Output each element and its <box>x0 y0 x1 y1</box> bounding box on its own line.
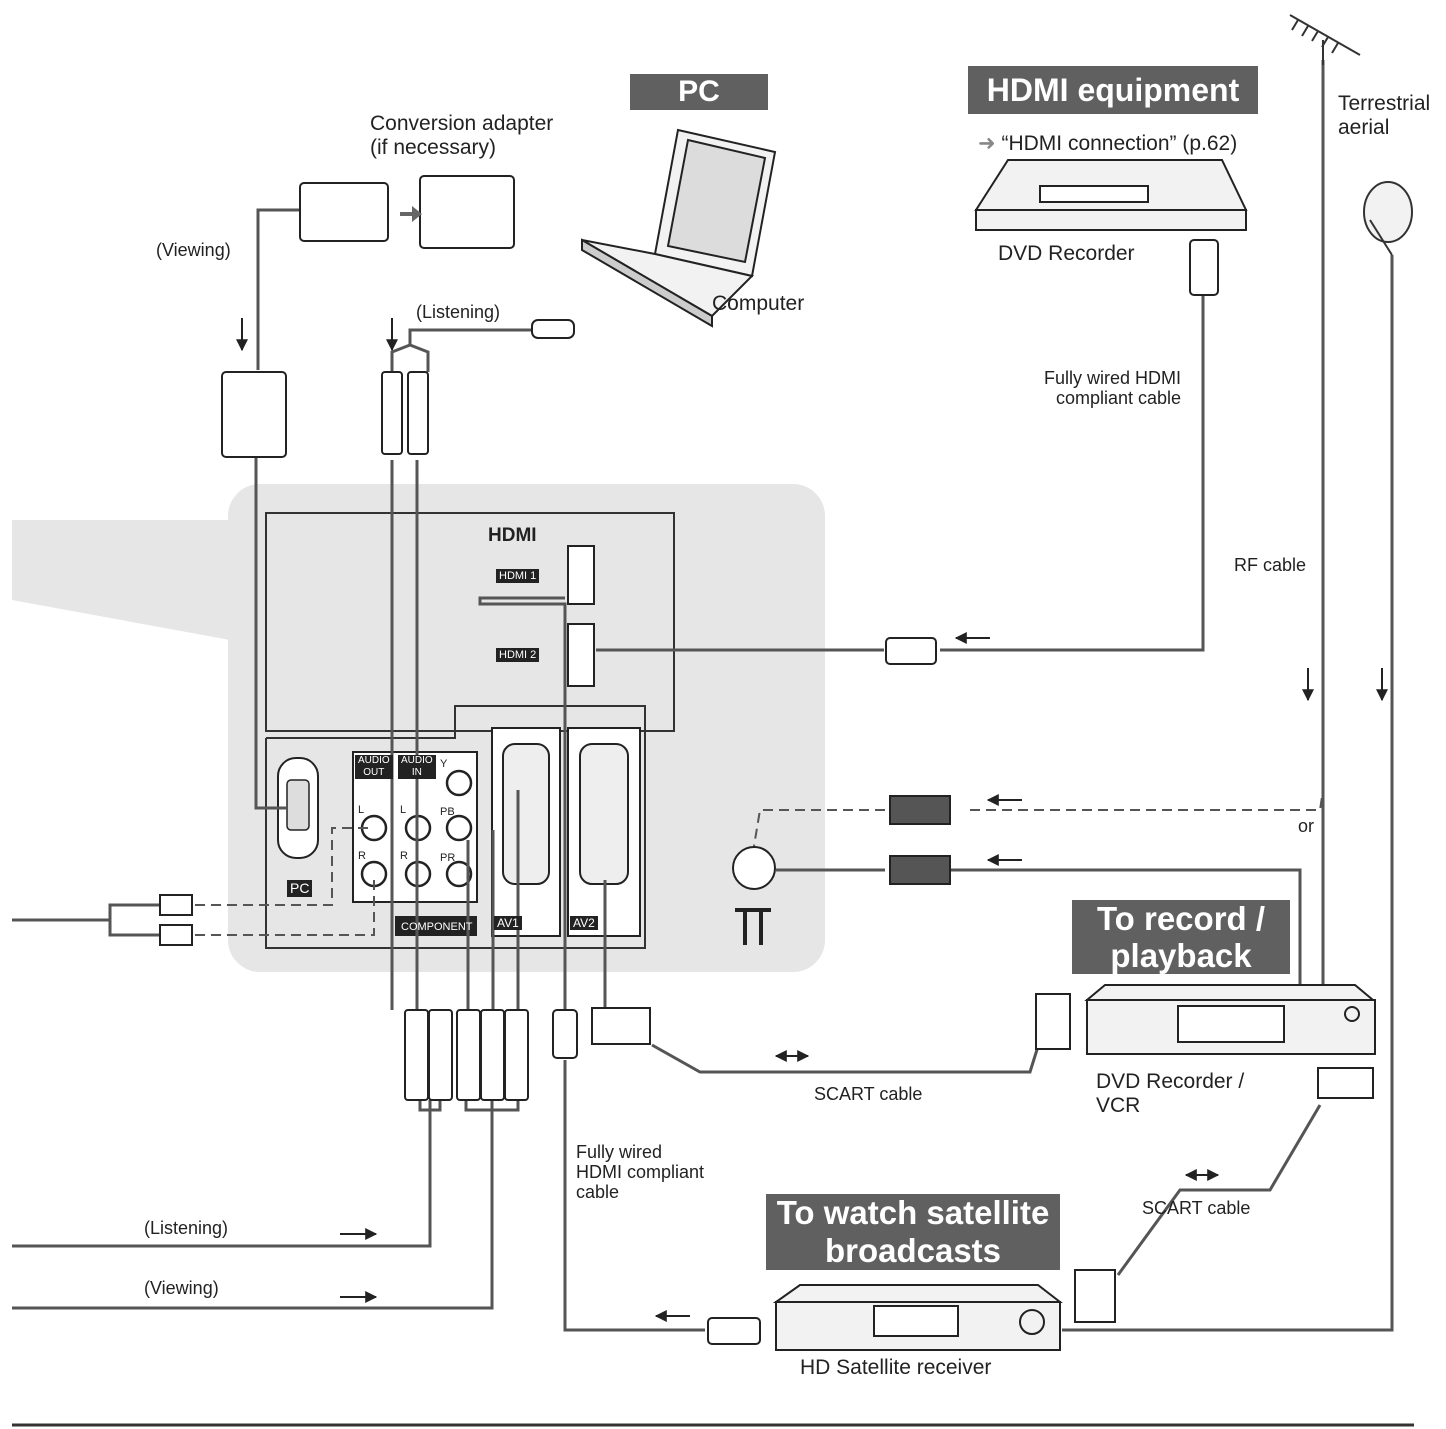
hdmi-connection-text: “HDMI connection” (p.62) <box>1001 132 1238 155</box>
audio-out-label: AUDIO OUT <box>355 755 393 779</box>
hdmi1-port-label: HDMI 1 <box>496 569 540 583</box>
cables <box>12 60 1394 1332</box>
component-pb-label: PB <box>440 806 455 818</box>
hdmi-connection-ref: ➜ “HDMI connection” (p.62) <box>978 132 1237 156</box>
pc-heading: PC <box>630 74 768 110</box>
audio-out-l-label: L <box>358 804 365 816</box>
aerial-socket[interactable] <box>732 846 776 890</box>
terrestrial-aerial-label: Terrestrial aerial <box>1338 92 1431 139</box>
to-record-heading: To record / playback <box>1072 900 1290 974</box>
dvd-recorder-top-device <box>974 159 1248 231</box>
listening-top-label: (Listening) <box>416 302 501 322</box>
component-y-label: Y <box>440 758 448 770</box>
av2-label: AV2 <box>570 916 598 930</box>
aerial-symbol <box>735 908 771 945</box>
hd-satellite-receiver-label: HD Satellite receiver <box>800 1356 992 1379</box>
hdmi2-socket[interactable] <box>567 623 595 687</box>
av1-label: AV1 <box>494 916 522 930</box>
component-label: COMPONENT <box>401 921 473 933</box>
plugs <box>159 175 1374 1345</box>
viewing-bottom-label: (Viewing) <box>144 1278 219 1298</box>
audio-in-label: AUDIO IN <box>398 755 436 779</box>
dvd-recorder-top-label: DVD Recorder <box>998 242 1135 265</box>
hdmi-logo: HDMI <box>488 525 537 546</box>
satellite-receiver-device <box>772 1284 1063 1351</box>
scart-cable-1-label: SCART cable <box>814 1084 923 1104</box>
audio-in-r-label: R <box>400 850 408 862</box>
or-label: or <box>1298 816 1315 836</box>
fully-wired-hdmi-bottom-label: Fully wired HDMI compliant cable <box>576 1142 705 1202</box>
dashed-cables <box>195 789 1324 936</box>
dvd-vcr-device <box>1084 984 1376 1055</box>
fully-wired-hdmi-top-label: Fully wired HDMI compliant cable <box>1044 368 1182 408</box>
scart-cable-2-label: SCART cable <box>1142 1198 1251 1218</box>
audio-out-r-label: R <box>358 850 366 862</box>
component-pr-label: PR <box>440 852 456 864</box>
rf-cable-label: RF cable <box>1234 555 1307 575</box>
hdmi-equipment-heading: HDMI equipment <box>968 66 1258 114</box>
arrow-right-icon: ➜ <box>978 132 996 155</box>
pc-port-label: PC <box>287 880 313 897</box>
viewing-top-label: (Viewing) <box>156 240 231 260</box>
to-watch-satellite-heading: To watch satellite broadcasts <box>766 1194 1060 1270</box>
laptop <box>581 128 777 328</box>
hdmi1-socket[interactable] <box>567 545 595 605</box>
listening-bottom-label: (Listening) <box>144 1218 229 1238</box>
computer-label: Computer <box>712 292 805 315</box>
hdmi2-port-label: HDMI 2 <box>496 648 540 662</box>
lower-section-outline <box>265 705 646 949</box>
satellite-dish <box>1363 181 1413 256</box>
aerial-antenna <box>1289 14 1361 65</box>
adapter-arrow <box>400 206 422 222</box>
audio-in-l-label: L <box>400 804 407 816</box>
hdmi-section <box>265 512 675 732</box>
conversion-adapter-label: Conversion adapter (if necessary) <box>370 112 554 159</box>
direction-arrows <box>236 318 1388 1322</box>
tv-side-shadow <box>12 520 230 640</box>
dvd-recorder-vcr-label: DVD Recorder / VCR <box>1096 1070 1245 1117</box>
